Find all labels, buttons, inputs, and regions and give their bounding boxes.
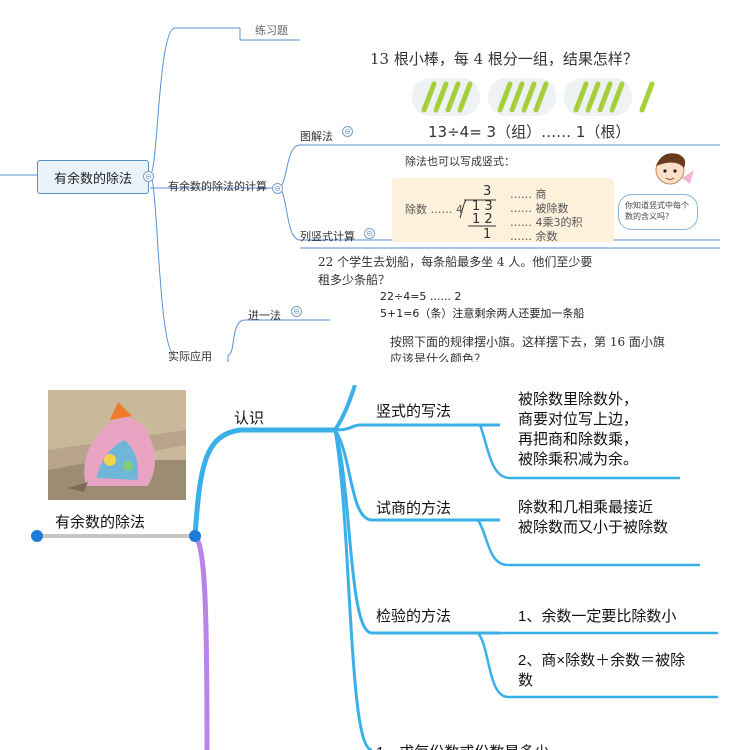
dividend-digits: 1 3 [472,199,493,214]
branch-calc-label[interactable]: 有余数的除法的计算 [168,180,267,193]
collapse-toggle-icon[interactable]: ⊖ [364,228,375,239]
problem1-text: 13 根小棒，每 4 根分一组，结果怎样？ [370,50,638,68]
check-item-1: 1、余数一定要比除数小 [518,608,677,625]
sticks-illustration [412,78,655,116]
top-mindmap-panel: 练习题 有余数的除法 ⊖ 有余数的除法的计算 ⊖ 图解法 ⊖ 列竖式计算 ⊖ 进… [0,0,750,362]
quotient-digit: 3 [483,184,492,199]
check-item-2: 2、商×除数＋余数＝被除 数 [518,651,685,691]
speech-bubble-text: 你知道竖式中每个数的含义吗？ [625,201,689,221]
equation1-text: 13÷4= 3（组）…… 1（根） [428,123,631,141]
vertical-intro-text: 除法也可以写成竖式： [405,155,515,168]
calc-line2: 5+1=6（条）注意剩余两人还要加一条船 [380,307,585,320]
branch-practical-label[interactable]: 实际应用 [168,350,212,362]
branch1-text-block: 被除数里除数外， 商要对位写上边， 再把商和除数乘， 被除乘积减为余。 [518,390,638,470]
check-item-2-line: 数 [518,672,534,689]
collapse-toggle-icon[interactable]: ⊖ [143,171,154,182]
branch1-line: 被除乘积减为余。 [518,451,639,468]
note-product: …… 4乘3的积 [510,216,583,229]
renshi-label[interactable]: 认识 [234,410,265,427]
collapse-toggle-icon[interactable]: ⊖ [291,306,302,317]
branch1-line: 被除数里除数外， [518,391,639,408]
top-root-node[interactable]: 有余数的除法 [37,160,149,194]
cartoon-boy-icon [655,153,694,185]
branch-check-method[interactable]: 检验的方法 [376,608,452,625]
branch1-line: 再把商和除数乘， [518,431,639,448]
bottom-root-label[interactable]: 有余数的除法 [55,514,146,531]
branch2-line: 被除数而又小于被除数 [518,519,669,536]
note-remainder: …… 余数 [510,230,558,243]
branch2-text-block: 除数和几相乘最接近 被除数而又小于被除数 [518,498,668,538]
branch2-line: 除数和几相乘最接近 [518,499,654,516]
collapse-toggle-icon[interactable]: ⊖ [342,126,353,137]
photo-image [48,390,186,500]
problem3-line2: 应该是什么颜色？ [390,352,487,362]
graph-method-label[interactable]: 图解法 [300,130,333,143]
bottom-connector-lines [31,385,718,750]
cut-bottom-label[interactable]: 1、求每份数或份数是多少 [376,741,549,750]
branch-vertical-writing[interactable]: 竖式的写法 [376,403,452,420]
branch-trial-quotient[interactable]: 试商的方法 [376,500,452,517]
check-item-2-line: 2、商×除数＋余数＝被除 [518,652,686,669]
note-dividend: …… 被除数 [510,202,569,215]
branch1-line: 商要对位写上边， [518,411,639,428]
top-cut-label: 练习题 [255,24,288,37]
bottom-mindmap-panel: 有余数的除法 认识 竖式的写法 被除数里除数外， 商要对位写上边， 再把商和除数… [0,385,750,750]
long-division-lines [459,199,496,227]
remainder-digit: 1 [483,227,492,242]
calc-line1: 22÷4=5 ...... 2 [380,290,462,303]
note-quotient: …… 商 [510,188,547,201]
long-division-box [392,178,614,242]
jinyi-method-label[interactable]: 进一法 [248,309,281,322]
divisor-note: 除数 …… 4 [405,203,463,216]
problem2-line1: 22 个学生去划船，每条船最多坐 4 人。他们至少要 [318,255,593,269]
vertical-method-label[interactable]: 列竖式计算 [300,230,355,243]
product-digits: 1 2 [472,212,493,227]
problem2-line2: 租多少条船？ [318,273,391,287]
collapse-toggle-icon[interactable]: ⊖ [272,183,283,194]
problem3-line1: 按照下面的规律摆小旗。这样摆下去，第 16 面小旗 [390,335,665,349]
speech-bubble: 你知道竖式中每个数的含义吗？ [618,194,698,230]
